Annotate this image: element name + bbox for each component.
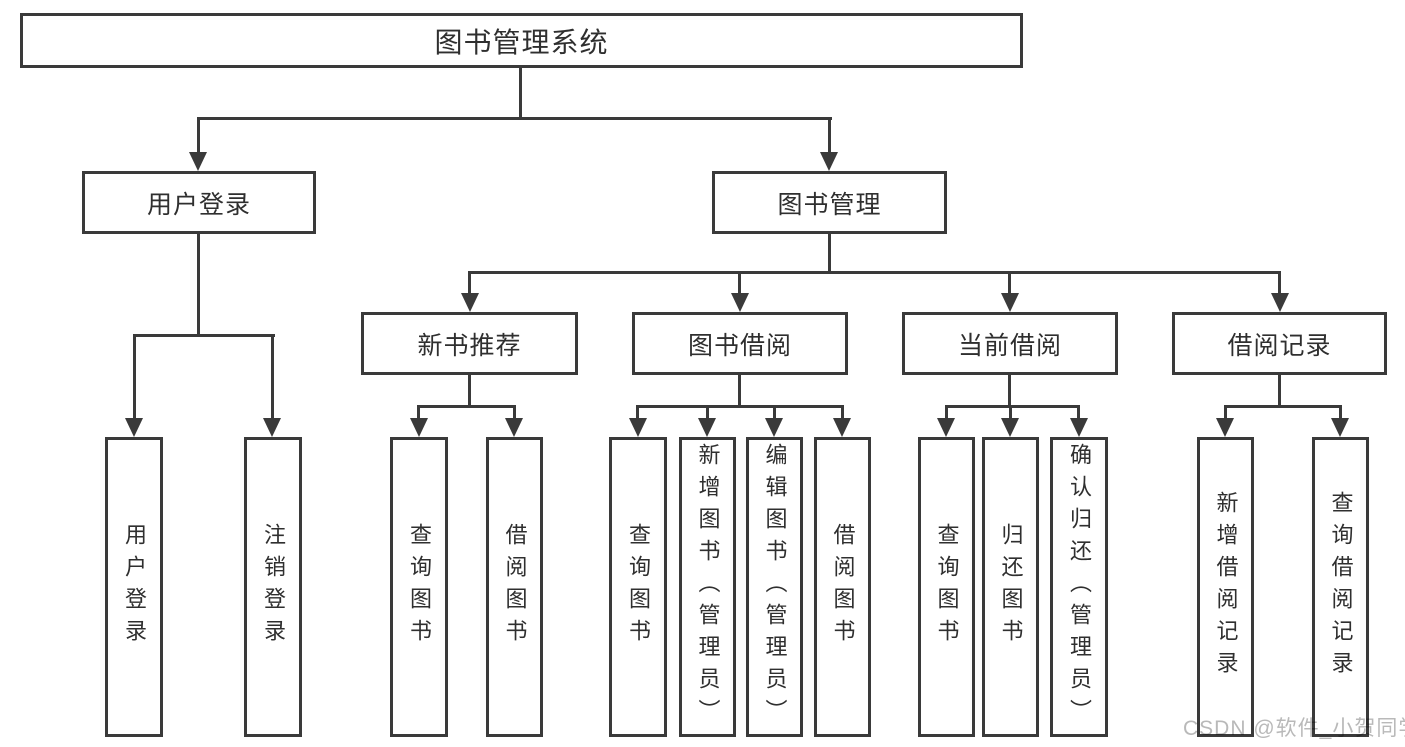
arrow-down-icon — [698, 418, 716, 437]
node-book-management: 图书管理 — [712, 171, 947, 234]
connector-root-hline — [197, 117, 832, 120]
leaf-query-books-borrowing: 查询图书 — [609, 437, 667, 737]
leaf-label: 查询图书 — [934, 523, 960, 651]
leaf-borrow-books-recommend: 借阅图书 — [486, 437, 543, 737]
connector-stem-login-leaf1 — [133, 334, 136, 420]
node-current-borrowing: 当前借阅 — [902, 312, 1118, 375]
connector-g2-stem3 — [773, 405, 776, 421]
node-library-management-system: 图书管理系统 — [20, 13, 1023, 68]
csdn-watermark: CSDN @软件_小贺同学 — [1183, 717, 1405, 740]
connector-g3-stem1 — [945, 405, 948, 421]
arrow-down-icon — [820, 152, 838, 171]
connector-stem-user-login — [197, 117, 200, 155]
leaf-label: 查询借阅记录 — [1328, 491, 1354, 683]
connector-mgmt-vline — [828, 234, 831, 274]
arrow-down-icon — [505, 418, 523, 437]
leaf-add-books-admin: 新增图书（管理员） — [679, 437, 736, 737]
arrow-down-icon — [263, 418, 281, 437]
leaf-return-books: 归还图书 — [982, 437, 1039, 737]
arrow-down-icon — [937, 418, 955, 437]
leaf-label: 编辑图书（管理员） — [762, 443, 788, 731]
connector-g1-vline — [468, 375, 471, 408]
node-label: 图书管理 — [777, 190, 882, 219]
node-label: 图书借阅 — [687, 331, 792, 360]
leaf-label: 注销登录 — [261, 523, 286, 651]
node-borrowing-records: 借阅记录 — [1172, 312, 1387, 375]
connector-g4-vline — [1278, 375, 1281, 408]
arrow-down-icon — [833, 418, 851, 437]
connector-stem-new-book — [468, 271, 471, 296]
connector-g2-stem4 — [841, 405, 844, 421]
leaf-borrow-books-borrowing: 借阅图书 — [814, 437, 871, 737]
node-new-book-recommendation: 新书推荐 — [361, 312, 578, 375]
arrow-down-icon — [629, 418, 647, 437]
connector-g2-vline — [738, 375, 741, 408]
arrow-down-icon — [1070, 418, 1088, 437]
connector-stem-login-leaf2 — [271, 334, 274, 420]
connector-g2-stem1 — [636, 405, 639, 421]
leaf-label: 归还图书 — [998, 523, 1024, 651]
leaf-label: 借阅图书 — [830, 523, 856, 651]
connector-stem-book-management — [828, 117, 831, 155]
node-label: 新书推荐 — [417, 331, 522, 360]
leaf-user-login: 用户登录 — [105, 437, 163, 737]
node-user-login: 用户登录 — [82, 171, 316, 234]
arrow-down-icon — [410, 418, 428, 437]
connector-root-vline — [519, 68, 522, 120]
leaf-query-books-recommend: 查询图书 — [390, 437, 448, 737]
arrow-down-icon — [765, 418, 783, 437]
connector-g4-stem2 — [1339, 405, 1342, 421]
arrow-down-icon — [125, 418, 143, 437]
node-book-borrowing: 图书借阅 — [632, 312, 848, 375]
connector-g3-stem3 — [1077, 405, 1080, 421]
node-label: 借阅记录 — [1227, 331, 1332, 360]
connector-mgmt-hline — [468, 271, 1281, 274]
connector-login-hline — [133, 334, 275, 337]
connector-g1-hline — [417, 405, 516, 408]
node-label: 图书管理系统 — [434, 26, 609, 58]
connector-g1-stem1 — [417, 405, 420, 421]
connector-stem-book-borrow — [738, 271, 741, 296]
connector-g2-stem2 — [706, 405, 709, 421]
leaf-label: 确认归还（管理员） — [1067, 443, 1092, 731]
leaf-label: 查询图书 — [626, 523, 651, 651]
connector-g1-stem2 — [513, 405, 516, 421]
leaf-logout: 注销登录 — [244, 437, 302, 737]
node-label: 当前借阅 — [957, 331, 1062, 360]
connector-stem-borrow-record — [1278, 271, 1281, 296]
arrow-down-icon — [1001, 418, 1019, 437]
connector-g3-hline — [945, 405, 1080, 408]
leaf-query-borrow-record: 查询借阅记录 — [1312, 437, 1369, 737]
arrow-down-icon — [1216, 418, 1234, 437]
connector-login-vline — [197, 234, 200, 337]
node-label: 用户登录 — [146, 190, 251, 219]
leaf-label: 新增借阅记录 — [1213, 491, 1239, 683]
leaf-label: 新增图书（管理员） — [695, 443, 721, 731]
arrow-down-icon — [731, 293, 749, 312]
arrow-down-icon — [461, 293, 479, 312]
leaf-label: 借阅图书 — [502, 523, 528, 651]
connector-g3-stem2 — [1009, 405, 1012, 421]
leaf-label: 用户登录 — [122, 523, 147, 651]
arrow-down-icon — [1001, 293, 1019, 312]
arrow-down-icon — [1271, 293, 1289, 312]
connector-stem-current-borrow — [1008, 271, 1011, 296]
connector-g2-hline — [636, 405, 844, 408]
leaf-confirm-return-admin: 确认归还（管理员） — [1050, 437, 1108, 737]
leaf-label: 查询图书 — [407, 523, 432, 651]
connector-g4-stem1 — [1224, 405, 1227, 421]
connector-g3-vline — [1008, 375, 1011, 408]
leaf-add-borrow-record: 新增借阅记录 — [1197, 437, 1254, 737]
connector-g4-hline — [1224, 405, 1342, 408]
arrow-down-icon — [189, 152, 207, 171]
arrow-down-icon — [1331, 418, 1349, 437]
leaf-query-books-current: 查询图书 — [918, 437, 975, 737]
leaf-edit-books-admin: 编辑图书（管理员） — [746, 437, 803, 737]
